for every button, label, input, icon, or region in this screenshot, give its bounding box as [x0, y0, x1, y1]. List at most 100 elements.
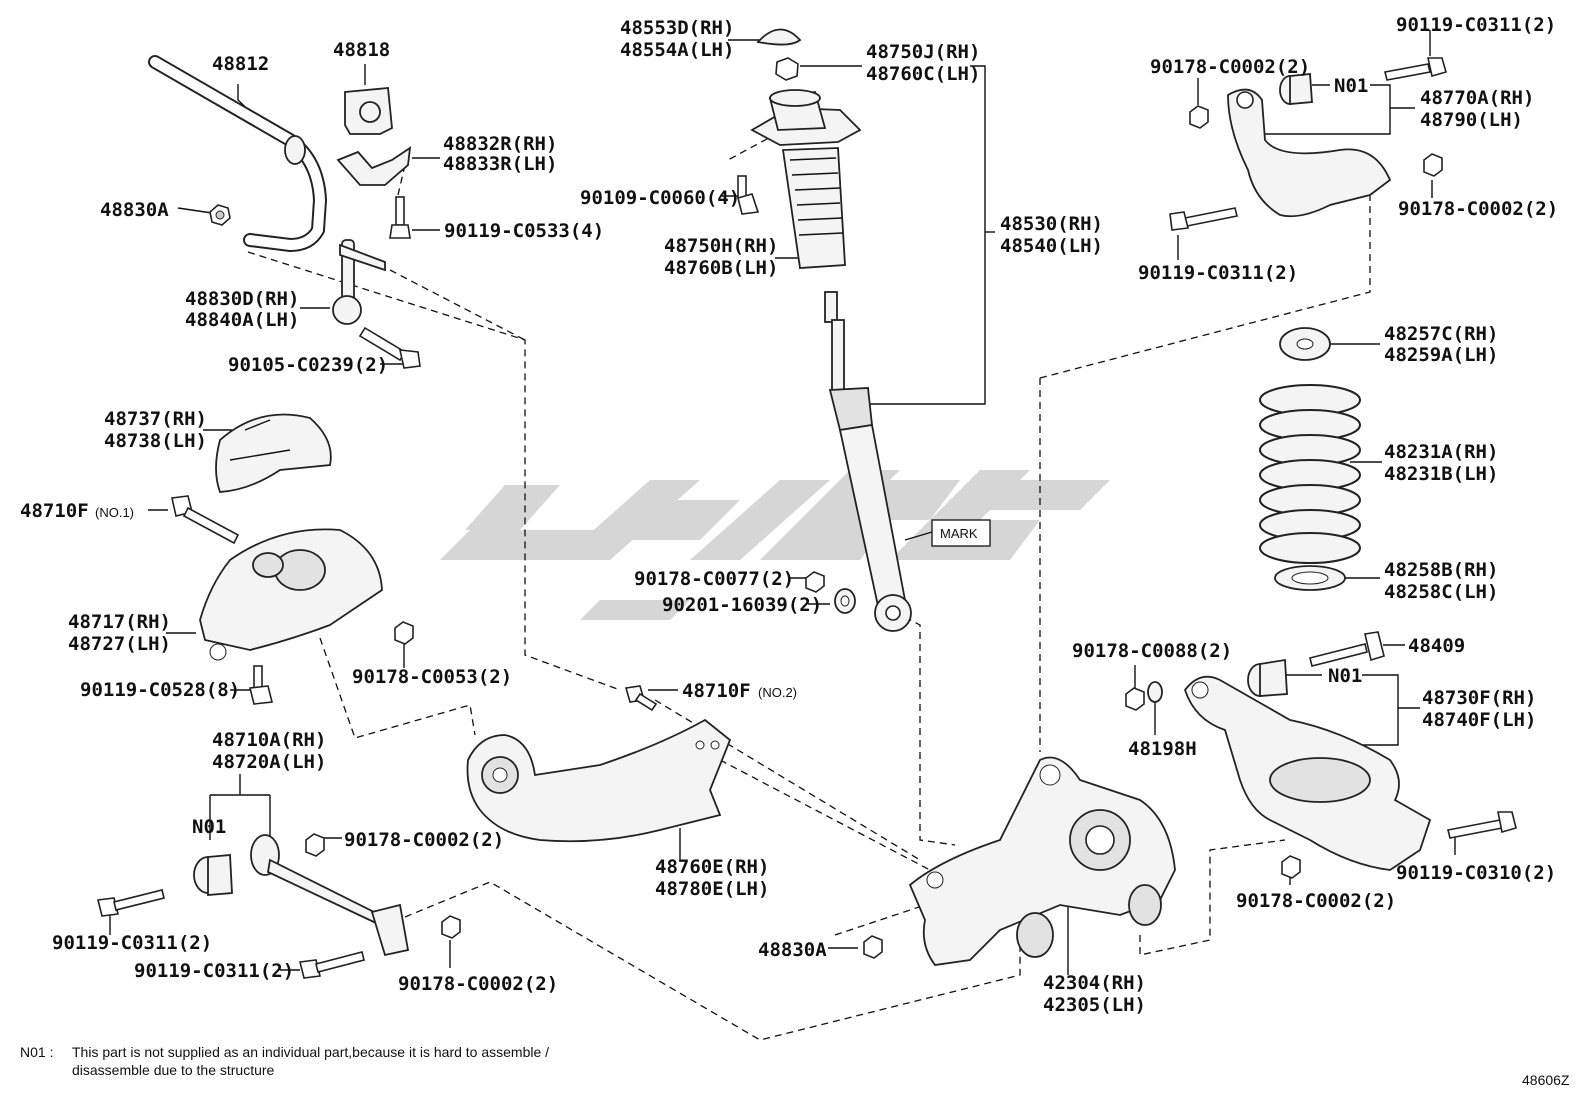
bolt-90119-c0533	[389, 196, 411, 239]
stabilizer-bar-48812	[148, 55, 328, 253]
coil-spring-48231a	[1259, 384, 1361, 564]
label-90105-c0239: 90105-C0239(2)	[228, 354, 388, 376]
shock-absorber-48530	[824, 291, 912, 632]
label-48780e: 48780E(LH)	[655, 878, 769, 900]
washer-90201	[834, 588, 856, 614]
label-no1: (NO.1)	[95, 505, 134, 520]
label-48231a: 48231A(RH)	[1384, 441, 1498, 463]
bolt-90105-c0239	[358, 326, 421, 369]
bolt-90119-c0311-bl2	[299, 951, 365, 979]
label-48720a: 48720A(LH)	[212, 751, 326, 773]
label-48258c: 48258C(LH)	[1384, 581, 1498, 603]
nut-90178-c0002-br	[1281, 855, 1301, 879]
label-90178-c0002-bl: 90178-C0002(2)	[398, 973, 558, 995]
nut-48830a-bottom	[863, 935, 883, 959]
label-90178-c0088: 90178-C0088(2)	[1072, 640, 1232, 662]
bolt-48409	[1309, 631, 1385, 667]
label-48830d: 48830D(RH)	[185, 288, 299, 310]
trailing-arm-48760e	[466, 718, 732, 843]
bracket-48717	[199, 528, 383, 661]
lateral-link-48710a	[250, 834, 410, 957]
nut-48750j	[775, 57, 799, 81]
mark-callout	[904, 519, 991, 547]
label-n01-top-right: N01	[1334, 75, 1368, 97]
stabilizer-link-48830d	[332, 239, 386, 325]
label-90119-c0528: 90119-C0528(8)	[80, 679, 240, 701]
spring-seat-upper-48257c	[1279, 327, 1331, 361]
bushing-48818	[344, 87, 393, 135]
footnote: N01 : This part is not supplied as an in…	[20, 1044, 549, 1078]
bolt-90109-c0060	[737, 175, 760, 215]
upper-support-48750h	[750, 89, 862, 269]
label-n01-left: N01	[192, 816, 226, 838]
spring-seat-lower-48258b	[1274, 565, 1346, 591]
label-48198h: 48198H	[1128, 738, 1197, 760]
label-48770a: 48770A(RH)	[1420, 87, 1534, 109]
label-90178-c0002-ml: 90178-C0002(2)	[344, 829, 504, 851]
nut-90178-c0002-tr2	[1423, 153, 1443, 177]
label-48259a: 48259A(LH)	[1384, 344, 1498, 366]
knuckle-42304	[908, 756, 1176, 966]
label-48750h: 48750H(RH)	[664, 235, 778, 257]
nut-90178-c0002-bl	[441, 915, 461, 939]
label-no2: (NO.2)	[758, 685, 797, 700]
label-48832r: 48832R(RH)	[443, 133, 557, 155]
part-labels: 48812 48818 48832R(RH) 48833R(LH) 48830A…	[20, 14, 1558, 1016]
label-48727: 48727(LH)	[68, 633, 171, 655]
label-90119-c0310: 90119-C0310(2)	[1396, 862, 1556, 884]
bolt-90119-c0311-top	[1384, 57, 1447, 81]
label-42304: 42304(RH)	[1043, 972, 1146, 994]
label-48258b: 48258B(RH)	[1384, 559, 1498, 581]
label-48812: 48812	[212, 53, 269, 75]
label-48790: 48790(LH)	[1420, 109, 1523, 131]
label-48840a: 48840A(LH)	[185, 309, 299, 331]
label-90109-c0060: 90109-C0060(4)	[580, 187, 740, 209]
label-48530: 48530(RH)	[1000, 213, 1103, 235]
label-48830a-top: 48830A	[100, 199, 169, 221]
footnote-line-1: This part is not supplied as an individu…	[72, 1044, 549, 1060]
label-48830a-bottom: 48830A	[758, 939, 827, 961]
label-42305: 42305(LH)	[1043, 994, 1146, 1016]
nut-90178-c0002-ml	[305, 833, 325, 857]
upper-arm-48770a	[1227, 88, 1392, 218]
nut-90178-c0053	[394, 621, 414, 645]
label-48760c: 48760C(LH)	[866, 63, 980, 85]
bolt-48710f-no1	[171, 495, 240, 545]
label-90178-c0077: 90178-C0077(2)	[634, 568, 794, 590]
label-48740f: 48740F(LH)	[1422, 709, 1536, 731]
label-90178-c0053: 90178-C0053(2)	[352, 666, 512, 688]
bushing-n01-upper	[1279, 73, 1313, 105]
leader-lines	[109, 30, 1456, 975]
label-90119-c0533: 90119-C0533(4)	[444, 220, 604, 242]
label-48710a: 48710A(RH)	[212, 729, 326, 751]
label-48710f-no1: 48710F	[20, 500, 89, 522]
bolt-90119-c0311-bl1	[97, 889, 165, 917]
label-48833r: 48833R(LH)	[443, 153, 557, 175]
nut-48830a	[209, 204, 231, 226]
bushing-n01-left	[193, 854, 233, 896]
label-48554a: 48554A(LH)	[620, 39, 734, 61]
label-48717: 48717(RH)	[68, 611, 171, 633]
nut-90178-c0077	[805, 571, 825, 593]
label-90178-c0002-tr1: 90178-C0002(2)	[1150, 56, 1310, 78]
nut-90178-c0002-tr1	[1189, 105, 1209, 129]
cap-48553d	[756, 28, 802, 46]
bolt-90119-c0311-tr2	[1169, 207, 1238, 231]
nut-90178-c0088	[1125, 687, 1145, 711]
label-mark: MARK	[940, 526, 978, 541]
label-48231b: 48231B(LH)	[1384, 463, 1498, 485]
label-48553d: 48553D(RH)	[620, 17, 734, 39]
figure-id: 48606Z	[1522, 1072, 1570, 1088]
label-48710f-no2: 48710F	[682, 680, 751, 702]
label-48730f: 48730F(RH)	[1422, 687, 1536, 709]
bracket-48832r	[336, 146, 412, 186]
footnote-line-2: disassemble due to the structure	[72, 1062, 275, 1078]
label-48540: 48540(LH)	[1000, 235, 1103, 257]
label-48738: 48738(LH)	[104, 430, 207, 452]
label-48750j: 48750J(RH)	[866, 41, 980, 63]
label-48760e: 48760E(RH)	[655, 856, 769, 878]
lower-arm-48730f	[1183, 675, 1432, 871]
label-90119-c0311-tr: 90119-C0311(2)	[1396, 14, 1556, 36]
